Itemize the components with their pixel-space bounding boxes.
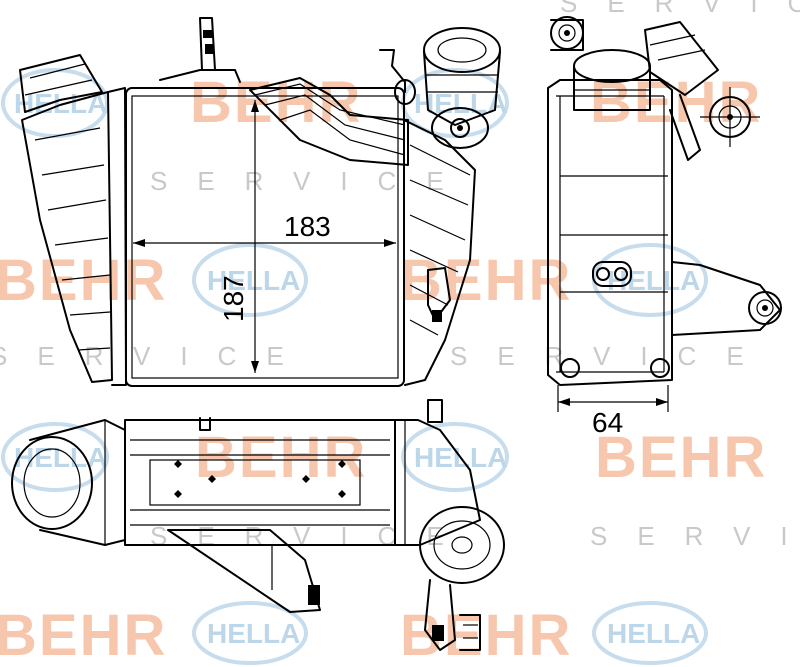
svg-text:HELLA: HELLA [414, 88, 507, 119]
dimension-label-depth: 64 [592, 407, 623, 438]
svg-text:HELLA: HELLA [14, 442, 107, 473]
watermark-hella-logo: HELLA [401, 422, 509, 492]
watermark-service: SERVICE [0, 341, 314, 371]
watermark-hella-logo: HELLA [592, 243, 708, 317]
watermark-service: SERVICE [150, 166, 474, 196]
watermark-service: SERVICE [560, 0, 800, 18]
svg-text:HELLA: HELLA [607, 618, 700, 649]
svg-text:HELLA: HELLA [207, 265, 300, 296]
watermark-behr: BEHR [195, 425, 367, 490]
watermark-hella-logo: HELLA [592, 601, 708, 665]
watermark-hella-logo: HELLA [401, 68, 509, 138]
watermark-behr: BEHR [595, 425, 767, 490]
watermark-behr: BEHR [0, 603, 167, 667]
watermark-hella-logo: HELLA [192, 243, 308, 317]
side-view: 64 [547, 16, 782, 438]
dimension-label-width: 183 [284, 211, 331, 242]
top-view [11, 399, 505, 651]
watermark-behr: BEHR [0, 248, 167, 313]
dimension-label-height: 187 [218, 275, 249, 322]
watermark-hella-logo: HELLA [192, 601, 308, 665]
watermark-service: SERVICE [450, 341, 774, 371]
svg-text:HELLA: HELLA [207, 618, 300, 649]
front-view: 183 187 [19, 17, 501, 387]
watermark-hella-logo: HELLA [1, 422, 109, 492]
mount-markers [174, 460, 346, 498]
watermark-service: SERVICE [590, 521, 800, 551]
